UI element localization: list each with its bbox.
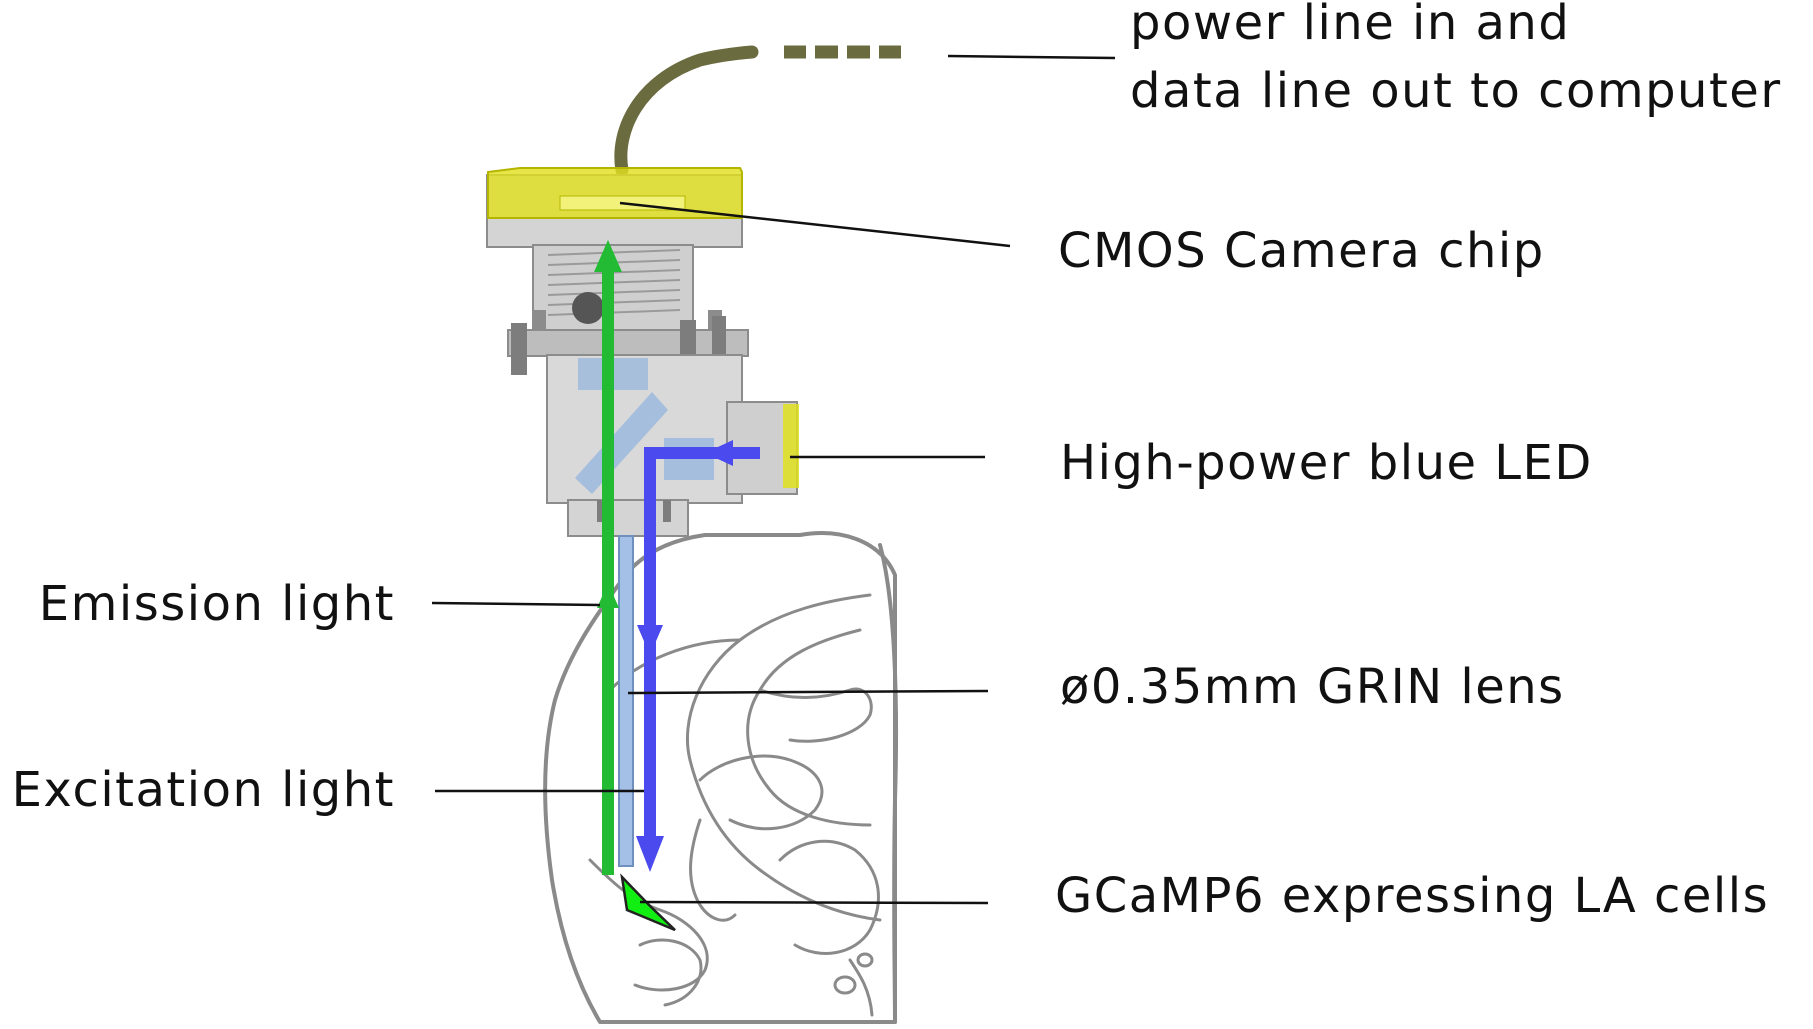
label-power-line-2: data line out to computer <box>1130 63 1782 119</box>
brain-midline <box>880 545 896 1022</box>
corpus-callosum-outline <box>748 630 870 825</box>
small-nucleus-1 <box>835 977 855 993</box>
grin-lens-rod <box>619 536 633 866</box>
label-grin-lens: ø0.35mm GRIN lens <box>1060 659 1565 715</box>
label-power-line-1: power line in and <box>1130 0 1570 51</box>
focus-screw <box>572 292 604 324</box>
label-gcamp: GCaMP6 expressing LA cells <box>1055 868 1769 924</box>
leader-gcamp <box>640 902 988 903</box>
led-emitter <box>783 404 799 488</box>
small-nucleus-2 <box>858 954 872 966</box>
leader-emission <box>432 603 600 605</box>
label-camera-chip: CMOS Camera chip <box>1058 223 1545 279</box>
leader-power-line <box>948 56 1115 58</box>
label-blue-led: High-power blue LED <box>1060 435 1593 491</box>
hippocampus-upper <box>760 689 871 741</box>
screw-post-left-top <box>532 310 546 332</box>
leader-grin-lens <box>628 691 988 693</box>
hippocampus-lower <box>700 756 822 829</box>
amygdala-region-outline <box>590 860 707 990</box>
excitation-arrow-head-mid <box>637 625 663 655</box>
label-emission: Emission light <box>39 576 395 632</box>
gcamp-cells <box>622 877 675 930</box>
excitation-light-arrow <box>636 440 760 872</box>
clamp-bolt-left <box>511 323 527 375</box>
excitation-arrow-head-bottom <box>636 836 664 872</box>
ventral-region-outline <box>640 940 701 1005</box>
cable-solid <box>621 52 752 170</box>
thalamus-outline <box>780 841 878 953</box>
cable <box>621 52 901 170</box>
lateral-ventricle <box>691 820 735 920</box>
holder-tab-right <box>663 500 671 522</box>
label-excitation: Excitation light <box>12 762 395 818</box>
